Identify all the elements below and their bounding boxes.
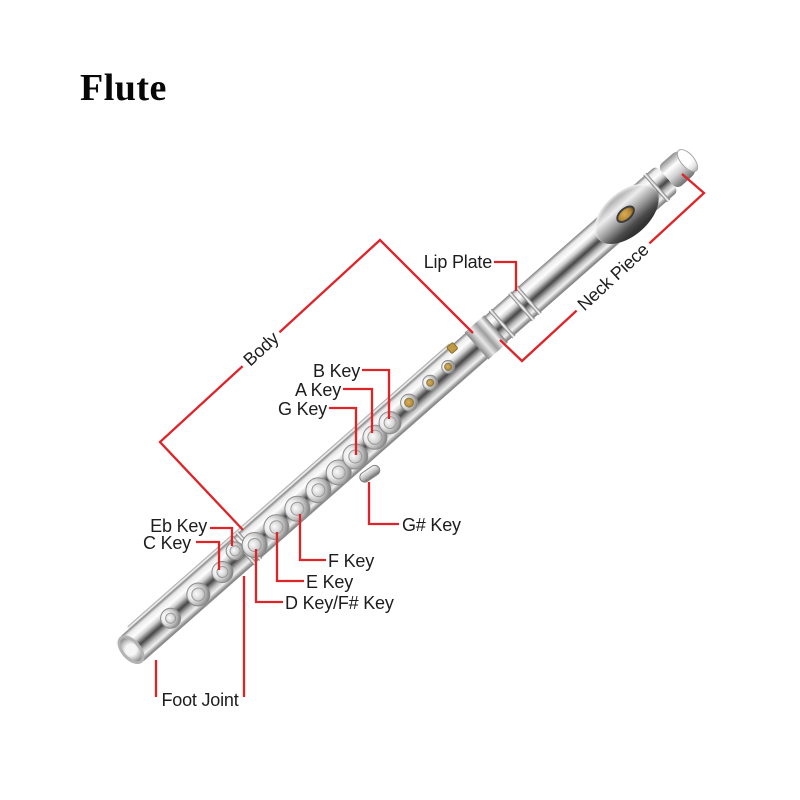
leader-a-key (343, 387, 374, 433)
label-b-key: B Key (312, 361, 360, 381)
leader-e-key (275, 532, 304, 583)
label-g-key: G Key (277, 399, 327, 419)
page-title: Flute (80, 67, 167, 109)
leader-f-key (298, 514, 326, 562)
label-lip-plate: Lip Plate (423, 252, 492, 272)
label-a-key: A Key (294, 380, 341, 400)
label-e-key: E Key (306, 572, 354, 592)
label-g-sharp-key: G# Key (402, 515, 461, 535)
leader-lip-plate (494, 260, 518, 291)
leader-g-sharp-key (367, 482, 399, 526)
label-foot-joint: Foot Joint (161, 690, 239, 710)
leader-d-key (254, 549, 283, 604)
bracket-neck-piece (499, 173, 706, 363)
leader-g-key (329, 406, 358, 455)
leader-b-key (362, 368, 391, 419)
label-f-key: F Key (328, 551, 375, 571)
label-c-key: C Key (142, 533, 191, 553)
leader-eb-key (210, 526, 234, 546)
label-d-key: D Key/F# Key (285, 593, 394, 613)
leader-c-key (196, 540, 221, 570)
label-eb-key: Eb Key (150, 516, 207, 536)
